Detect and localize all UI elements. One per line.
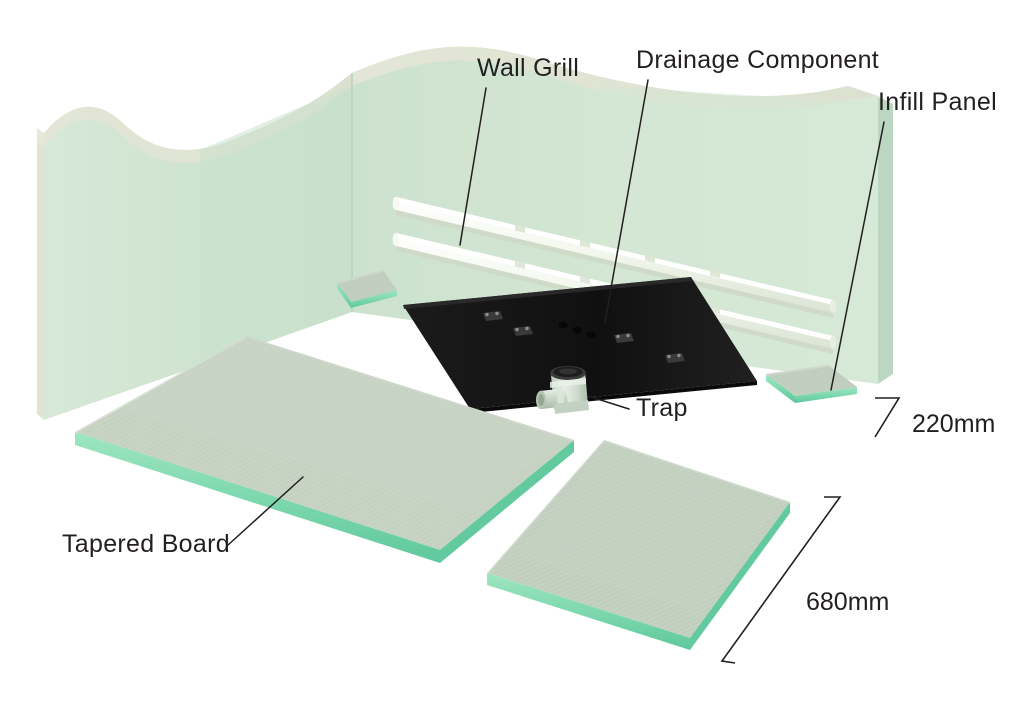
wall-grill-upper [392, 196, 837, 318]
label-wall-grill: Wall Grill [477, 54, 579, 82]
dimension-label-680: 680mm [806, 588, 889, 616]
secondary-board [487, 440, 790, 650]
label-drainage-component: Drainage Component [636, 46, 879, 74]
back-wall [37, 73, 352, 420]
leader-infill-panel [830, 121, 885, 391]
leader-tapered-board [227, 476, 304, 546]
leader-trap [587, 395, 630, 410]
labels-layer: Wall Grill Drainage Component Infill Pan… [62, 46, 997, 616]
drainage-component [403, 277, 757, 413]
dimension-680 [720, 496, 842, 664]
leader-lines [227, 79, 885, 546]
label-tapered-board: Tapered Board [62, 530, 230, 558]
label-trap: Trap [636, 394, 688, 422]
leader-wall-grill [459, 87, 487, 246]
tapered-board [75, 336, 574, 563]
trap [536, 366, 589, 414]
infill-panel-left [337, 270, 397, 308]
dimension-220 [874, 397, 901, 438]
label-infill-panel: Infill Panel [878, 88, 997, 116]
leader-drainage-component [604, 79, 649, 323]
dimension-label-220: 220mm [912, 410, 995, 438]
